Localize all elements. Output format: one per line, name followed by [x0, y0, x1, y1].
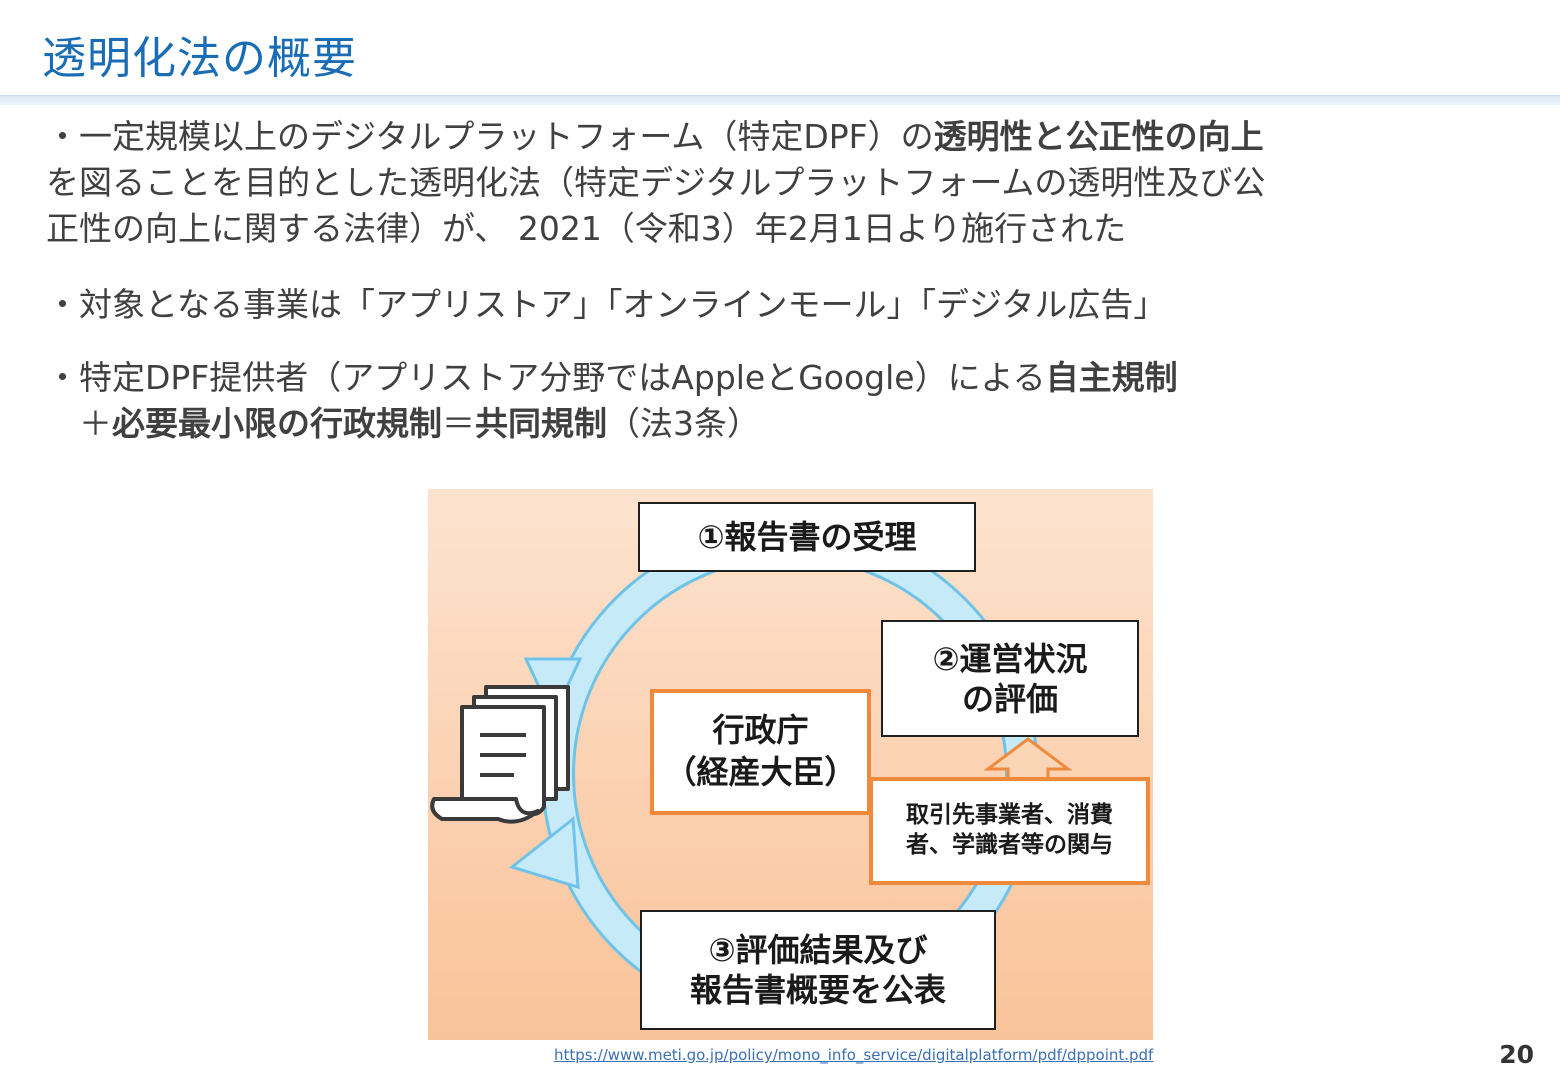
- stakeholder-label-line2: 者、学識者等の関与: [906, 832, 1113, 858]
- stakeholder-label-line1: 取引先事業者、消費: [906, 802, 1113, 829]
- body-text: ・一定規模以上のデジタルプラットフォーム（特定DPF）の: [46, 117, 934, 156]
- body-text: （法3条）: [607, 404, 760, 443]
- step2-label-line2: の評価: [961, 679, 1058, 718]
- step1-box: ①報告書の受理: [638, 502, 976, 572]
- agency-label-line1: 行政庁: [712, 711, 809, 750]
- body-text: を図ることを目的とした透明化法（特定デジタルプラットフォームの透明性及び公: [46, 163, 1266, 202]
- emphasis-text: 共同規制: [475, 404, 607, 443]
- bullet-line: ・一定規模以上のデジタルプラットフォーム（特定DPF）の透明性と公正性の向上: [46, 114, 1265, 160]
- step3-box: ③評価結果及び 報告書概要を公表: [640, 910, 996, 1030]
- arrow-up-icon: [983, 737, 1073, 783]
- title-divider: [0, 95, 1560, 105]
- step1-label: ①報告書の受理: [697, 518, 917, 556]
- body-text: ・特定DPF提供者（アプリストア分野ではAppleとGoogle）による: [46, 358, 1046, 397]
- emphasis-text: 必要最小限の行政規制: [112, 404, 442, 443]
- bullet-line: 正性の向上に関する法律）が、 2021（令和3）年2月1日より施行された: [46, 206, 1265, 252]
- bullet-3: ・特定DPF提供者（アプリストア分野ではAppleとGoogle）による自主規制…: [46, 355, 1178, 447]
- arrowhead-up-icon: [508, 816, 580, 890]
- body-text: ・対象となる事業は「アプリストア」「オンラインモール」「デジタル広告」: [46, 285, 1167, 324]
- document-stack-icon: [430, 685, 570, 824]
- administrative-agency-box: 行政庁 （経産大臣）: [650, 689, 871, 815]
- emphasis-text: 透明性と公正性の向上: [933, 117, 1264, 156]
- page-number: 20: [1499, 1040, 1534, 1069]
- bullet-1: ・一定規模以上のデジタルプラットフォーム（特定DPF）の透明性と公正性の向上を図…: [46, 114, 1265, 252]
- body-text: ＝: [442, 404, 475, 443]
- bullet-line: を図ることを目的とした透明化法（特定デジタルプラットフォームの透明性及び公: [46, 160, 1265, 206]
- page-title: 透明化法の概要: [42, 33, 357, 84]
- stakeholder-box: 取引先事業者、消費 者、学識者等の関与: [869, 777, 1150, 885]
- emphasis-text: 自主規制: [1045, 358, 1178, 397]
- step2-box: ②運営状況 の評価: [881, 620, 1139, 737]
- agency-label-line2: （経産大臣）: [664, 753, 857, 791]
- regulation-cycle-diagram: ①報告書の受理 ②運営状況 の評価 行政庁 （経産大臣） 取引先事業者、消費 者…: [428, 489, 1153, 1040]
- source-link[interactable]: https://www.meti.go.jp/policy/mono_info_…: [554, 1046, 1154, 1064]
- body-text: ＋: [46, 404, 112, 443]
- body-text: 正性の向上に関する法律）が、 2021（令和3）年2月1日より施行された: [46, 209, 1127, 248]
- step2-label-line1: ②運営状況: [932, 639, 1088, 678]
- bullet-line: ＋必要最小限の行政規制＝共同規制（法3条）: [46, 401, 1178, 447]
- bullet-2: ・対象となる事業は「アプリストア」「オンラインモール」「デジタル広告」: [46, 282, 1166, 328]
- step3-label-line2: 報告書概要を公表: [689, 971, 946, 1009]
- bullet-line: ・対象となる事業は「アプリストア」「オンラインモール」「デジタル広告」: [46, 282, 1166, 328]
- bullet-line: ・特定DPF提供者（アプリストア分野ではAppleとGoogle）による自主規制: [46, 355, 1178, 401]
- step3-label-line1: ③評価結果及び: [708, 931, 928, 969]
